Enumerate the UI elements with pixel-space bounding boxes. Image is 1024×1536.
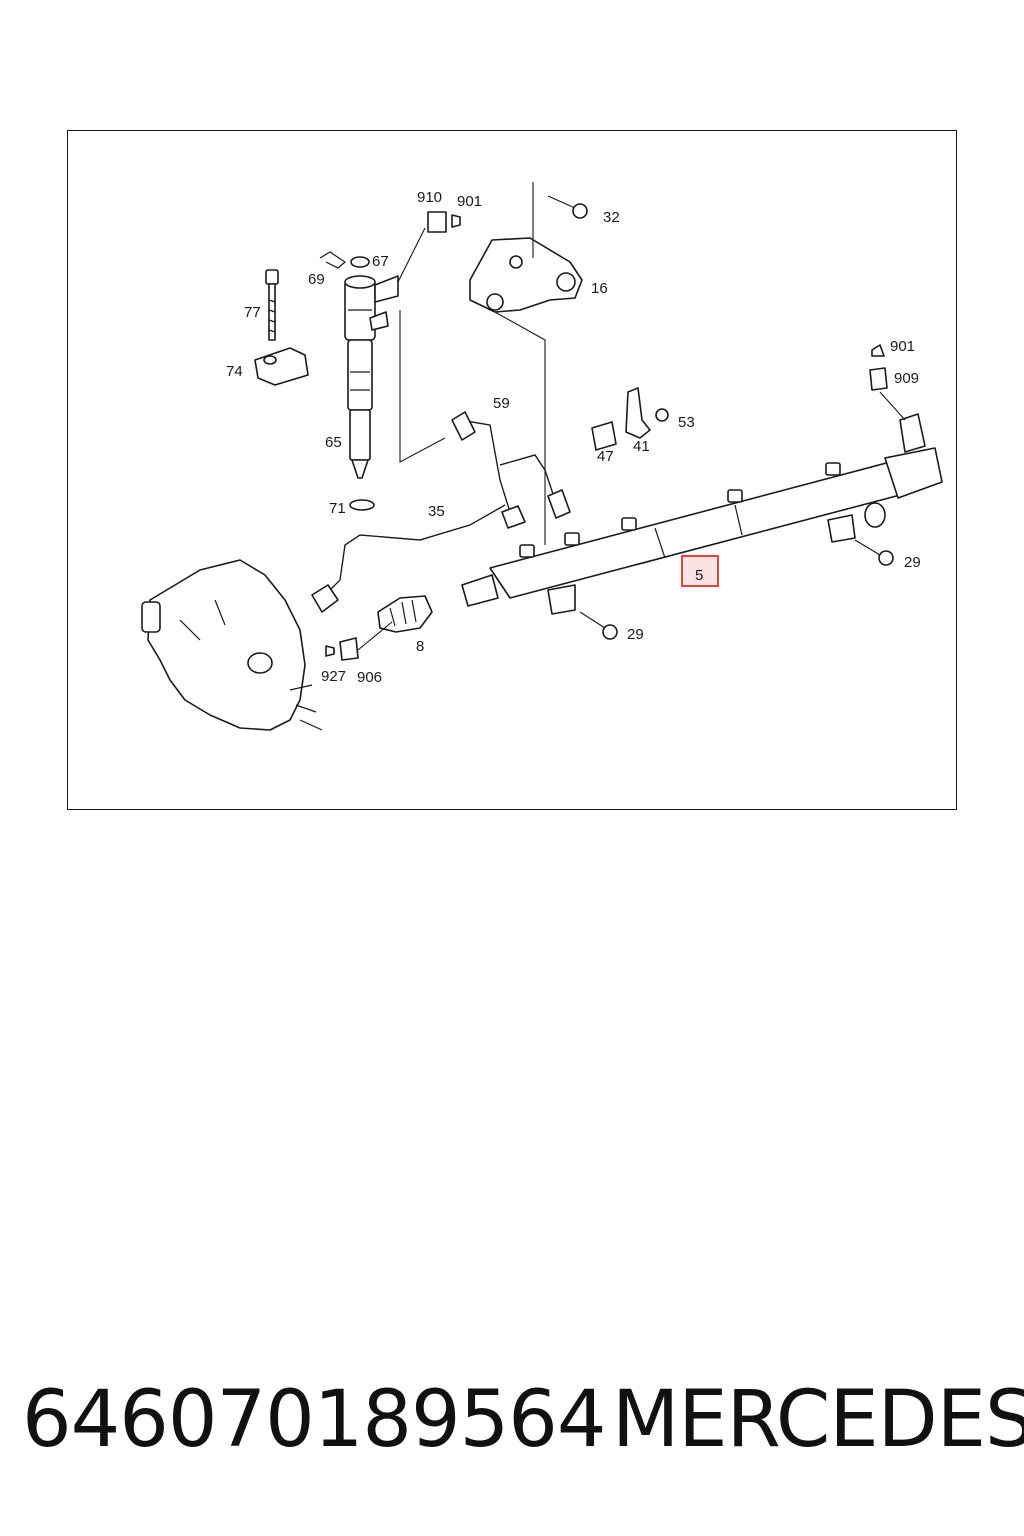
clip-69 bbox=[319, 251, 346, 269]
callout-71: 71 bbox=[329, 500, 346, 517]
fuel-rail bbox=[461, 413, 943, 615]
bolt-29-left bbox=[579, 611, 618, 640]
callout-53: 53 bbox=[678, 414, 695, 431]
clamp-74 bbox=[254, 347, 309, 386]
bolt-29-right bbox=[854, 539, 894, 566]
callout-35: 35 bbox=[428, 503, 445, 520]
callout-5: 5 bbox=[695, 567, 703, 584]
injector bbox=[344, 275, 399, 511]
bracket-16 bbox=[469, 237, 583, 313]
bolt-53 bbox=[655, 408, 669, 422]
connector-910 bbox=[427, 211, 447, 233]
callout-41: 41 bbox=[633, 438, 650, 455]
callout-59: 59 bbox=[493, 395, 510, 412]
high-pressure-pump bbox=[141, 559, 323, 731]
callout-29-left: 29 bbox=[627, 626, 644, 643]
part-number: 646070189564 bbox=[22, 1375, 607, 1465]
callout-32: 32 bbox=[603, 209, 620, 226]
callout-47: 47 bbox=[597, 448, 614, 465]
footer: 646070189564 MERCEDES bbox=[0, 1375, 1024, 1465]
seal-901-top bbox=[451, 214, 461, 228]
callout-927: 927 bbox=[321, 668, 346, 685]
callout-29-right: 29 bbox=[904, 554, 921, 571]
callout-74: 74 bbox=[226, 363, 243, 380]
bolt-32 bbox=[547, 195, 588, 219]
seal-901-right bbox=[871, 344, 885, 357]
callout-910: 910 bbox=[417, 189, 442, 206]
callout-8: 8 bbox=[416, 638, 424, 655]
callout-901-right: 901 bbox=[890, 338, 915, 355]
callout-909: 909 bbox=[894, 370, 919, 387]
bracket-41 bbox=[625, 387, 651, 439]
connector-909 bbox=[869, 367, 888, 391]
callout-65: 65 bbox=[325, 434, 342, 451]
callout-69: 69 bbox=[308, 271, 325, 288]
callout-901-top: 901 bbox=[457, 193, 482, 210]
fuel-line-35 bbox=[311, 504, 506, 613]
callout-906: 906 bbox=[357, 669, 382, 686]
fuel-line-59 bbox=[451, 411, 571, 529]
seal-67 bbox=[350, 256, 370, 268]
brand-name: MERCEDES bbox=[612, 1375, 1024, 1465]
callout-77: 77 bbox=[244, 304, 261, 321]
highlight-box bbox=[681, 555, 719, 587]
callout-67: 67 bbox=[372, 253, 389, 270]
callout-16: 16 bbox=[591, 280, 608, 297]
bolt-77 bbox=[265, 269, 279, 341]
clip-47 bbox=[591, 421, 617, 451]
